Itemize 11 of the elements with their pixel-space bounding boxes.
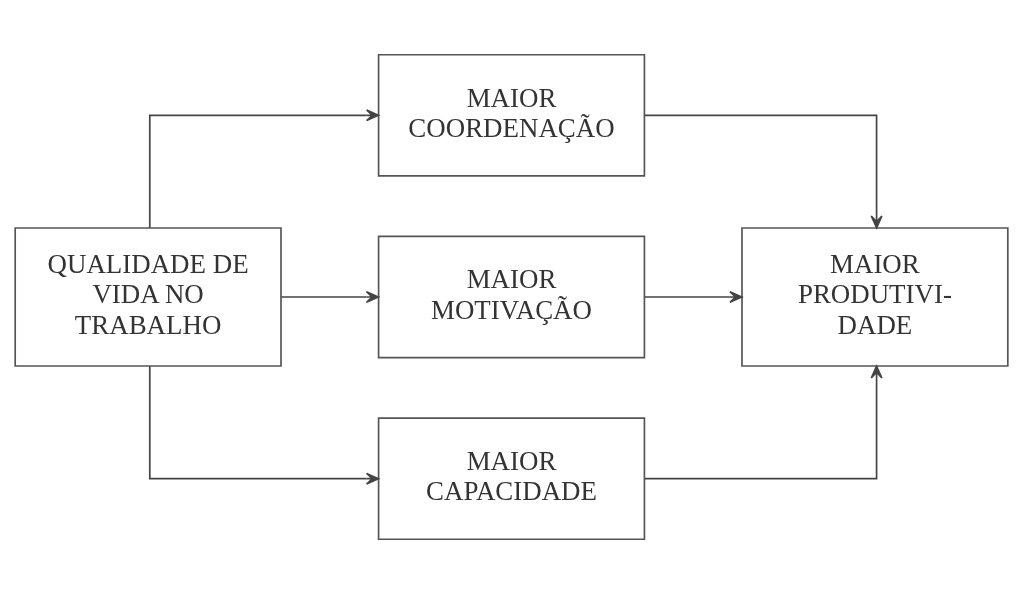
arrow (148, 365, 380, 485)
arrow (643, 290, 743, 304)
arrow (644, 365, 883, 480)
arrow (644, 114, 883, 229)
node-box: QUALIDADE DE VIDA NO TRABALHO (14, 227, 282, 367)
node-box: MAIOR COORDENAÇÃO (377, 53, 646, 177)
arrow (148, 109, 380, 229)
node-box: MAIOR PRODUTIVI- DADE (741, 227, 1009, 367)
node-box: MAIOR MOTIVAÇÃO (377, 235, 646, 359)
arrow (280, 290, 380, 304)
node-box: MAIOR CAPACIDADE (377, 417, 646, 541)
